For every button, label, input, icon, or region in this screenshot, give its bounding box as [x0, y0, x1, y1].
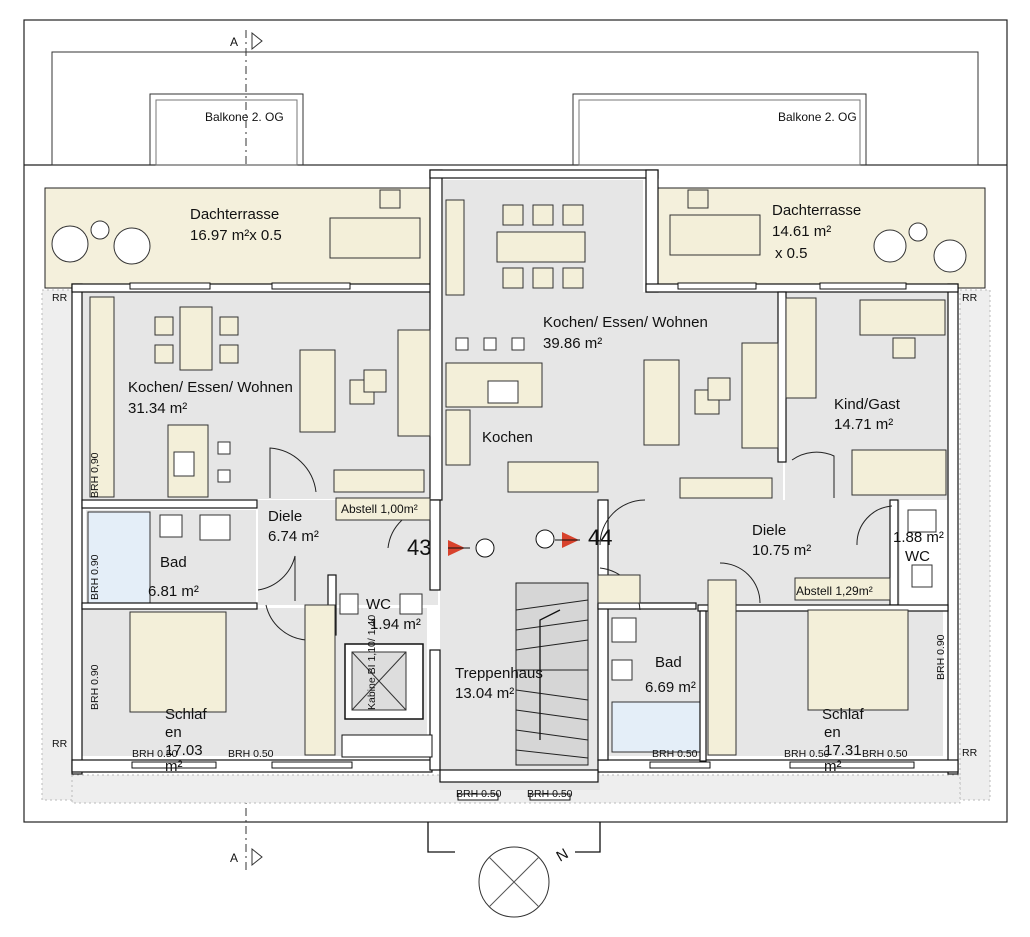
- left-sofa-set: [299, 329, 431, 493]
- right-bedroom-furniture: [707, 579, 909, 756]
- rr-label-top-left: RR: [52, 292, 68, 304]
- right-schlaf-area-2: m²: [824, 758, 842, 775]
- left-wc-name: WC: [366, 596, 391, 613]
- center-dining-set: [496, 204, 586, 289]
- unit-number-44: 44: [588, 525, 612, 550]
- building-outline: [23, 19, 1008, 823]
- terrace-right-area-line2: x 0.5: [775, 245, 808, 262]
- brh-stair-2: BRH 0.50: [527, 788, 573, 800]
- unit-marker-44: [535, 529, 580, 549]
- bathtub-right: [611, 701, 707, 753]
- kitchen-name: Kochen: [482, 429, 533, 446]
- section-marker-top: A: [230, 35, 238, 49]
- bathroom-fixtures: [159, 509, 937, 681]
- staircase: [515, 582, 589, 766]
- terrace-left-lounger: [329, 189, 421, 259]
- storage-boxes: [335, 497, 891, 604]
- left-bad-area: 6.81 m²: [148, 583, 199, 600]
- terrace-right-lounger: [669, 189, 761, 256]
- terrace-right-area-line1: 14.61 m²: [772, 223, 831, 240]
- left-dining-set: [154, 306, 239, 371]
- treppenhaus-area: 13.04 m²: [455, 685, 514, 702]
- brh-bottom-2: BRH 0.50: [228, 748, 274, 760]
- section-arrow-top-icon: [251, 31, 263, 51]
- balcony-left-label: Balkone 2. OG: [205, 110, 284, 124]
- left-schlaf-name-2: en: [165, 724, 182, 741]
- right-schlaf-name-2: en: [824, 724, 841, 741]
- elevator-cabin: [341, 643, 433, 758]
- brh-left-living: BRH 0,90: [89, 452, 101, 498]
- right-diele-name: Diele: [752, 522, 786, 539]
- terrace-left-area: 16.97 m²x 0.5: [190, 227, 282, 244]
- center-sofa-set: [643, 342, 779, 499]
- plant-icon: [51, 220, 967, 273]
- section-marker-bottom: A: [230, 851, 238, 865]
- brh-left-bad: BRH 0.90: [89, 554, 101, 600]
- kind-gast-area: 14.71 m²: [834, 416, 893, 433]
- right-diele-area: 10.75 m²: [752, 542, 811, 559]
- balcony-right: Balkone 2. OG: [572, 93, 867, 166]
- left-bedroom-furniture: [129, 604, 336, 756]
- left-kitchen-counter: [89, 296, 231, 498]
- right-wc-name: WC: [905, 548, 930, 565]
- left-schlaf-name-1: Schlaf: [165, 706, 208, 723]
- rr-label-bottom-left: RR: [52, 738, 68, 750]
- terrace-left-name: Dachterrasse: [190, 206, 279, 223]
- entrance-canopy: [427, 822, 601, 853]
- left-schlaf-area-1: 17.03: [165, 742, 203, 759]
- center-living-area: 39.86 m²: [543, 335, 602, 352]
- right-wc-area: 1.88 m²: [893, 529, 944, 546]
- gravel-strip-right: [959, 289, 991, 801]
- left-schlaf-area-2: m²: [165, 758, 183, 775]
- unit-number-43: 43: [407, 535, 431, 560]
- left-diele-name: Diele: [268, 508, 302, 525]
- left-wc-area: 1.94 m²: [370, 616, 421, 633]
- windows: [129, 282, 915, 801]
- left-living-area: 31.34 m²: [128, 400, 187, 417]
- right-schlaf-name-1: Schlaf: [822, 706, 865, 723]
- brh-right-schlaf: BRH 0.90: [935, 634, 947, 680]
- balcony-left: Balkone 2. OG: [149, 93, 304, 166]
- rr-label-bottom-right: RR: [962, 747, 978, 759]
- treppenhaus-name: Treppenhaus: [455, 665, 543, 682]
- left-diele-area: 6.74 m²: [268, 528, 319, 545]
- right-abstell-label: Abstell 1,29m²: [796, 584, 873, 598]
- left-bad-name: Bad: [160, 554, 187, 571]
- guest-room-furniture: [785, 297, 947, 496]
- gravel-strip-left: [41, 289, 73, 801]
- balcony-area-outline: [51, 51, 979, 166]
- brh-stair-1: BRH 0.50: [456, 788, 502, 800]
- left-living-name: Kochen/ Essen/ Wohnen: [128, 379, 293, 396]
- brh-bottom-4: BRH 0.50: [784, 748, 830, 760]
- right-schlaf-area-1: 17.31: [824, 742, 862, 759]
- brh-bottom-1: BRH 0.50: [132, 748, 178, 760]
- right-bad-area: 6.69 m²: [645, 679, 696, 696]
- brh-bottom-5: BRH 0.50: [862, 748, 908, 760]
- north-compass-icon: [478, 846, 550, 918]
- bathtub-left: [87, 511, 151, 605]
- kind-gast-name: Kind/Gast: [834, 396, 901, 413]
- center-living-name: Kochen/ Essen/ Wohnen: [543, 314, 708, 331]
- left-abstell-label: Abstell 1,00m²: [341, 502, 418, 516]
- section-arrow-bottom-icon: [251, 847, 263, 867]
- terrace-right-name: Dachterrasse: [772, 202, 861, 219]
- rr-label-top-right: RR: [962, 292, 978, 304]
- unit-marker-43: [448, 538, 495, 558]
- brh-bottom-3: BRH 0.50: [652, 748, 698, 760]
- brh-left-schlaf: BRH 0.90: [89, 664, 101, 710]
- center-kitchen: [445, 199, 599, 493]
- compass-north-label: N: [554, 845, 572, 865]
- kabine-label: Kabine BI 1,10/ 1,40: [366, 615, 378, 710]
- balcony-right-label: Balkone 2. OG: [778, 110, 857, 124]
- right-bad-name: Bad: [655, 654, 682, 671]
